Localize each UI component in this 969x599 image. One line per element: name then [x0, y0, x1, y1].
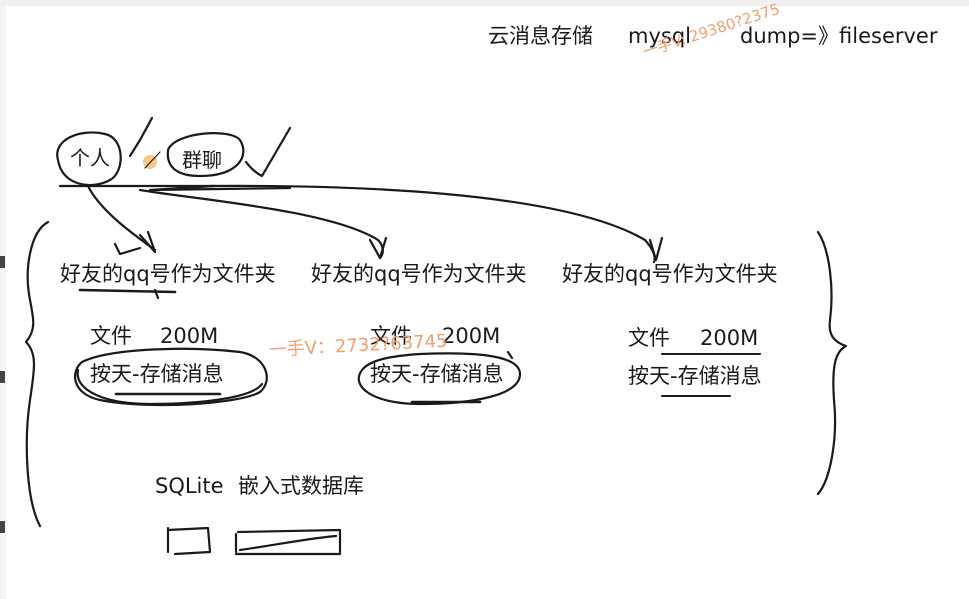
sketch-box-small — [166, 526, 212, 556]
storage-oval-1b — [76, 368, 264, 406]
header-mysql: mysql — [628, 24, 691, 48]
arrow-head-2 — [368, 236, 388, 260]
storage-rule-3: 按天-存储消息 — [628, 364, 762, 388]
category-personal: 个人 — [70, 146, 110, 170]
right-brace — [816, 230, 848, 496]
left-edge-mark — [0, 256, 5, 268]
window-top-strip — [0, 0, 969, 6]
file-label-1: 文件 — [90, 324, 132, 348]
personal-loop — [56, 131, 122, 187]
pen-mark — [144, 151, 161, 169]
tick-mark-left — [113, 242, 142, 256]
storage-oval-2 — [357, 352, 522, 406]
tick-mark-right — [506, 350, 514, 360]
folder-label-1: 好友的qq号作为文件夹 — [60, 262, 276, 286]
folder-label-2: 好友的qq号作为文件夹 — [311, 262, 527, 286]
group-loop — [166, 132, 245, 178]
category-group: 群聊 — [182, 148, 222, 172]
file-size-2: 200M — [442, 324, 501, 348]
window-left-strip — [0, 6, 6, 599]
arrow-to-folder-3 — [208, 184, 656, 264]
storage-rule-1: 按天-存储消息 — [90, 362, 224, 386]
file-size-3: 200M — [700, 326, 759, 350]
sqlite-desc: 嵌入式数据库 — [238, 474, 364, 498]
arrow-head-3 — [648, 236, 664, 262]
folder-label-3: 好友的qq号作为文件夹 — [562, 262, 778, 286]
storage-rule-2: 按天-存储消息 — [370, 362, 504, 386]
storage-oval-1a — [74, 347, 268, 407]
group-check — [244, 126, 292, 178]
qq-underline — [78, 288, 177, 294]
left-edge-mark — [0, 371, 5, 383]
file-size-1: 200M — [160, 324, 219, 348]
sketch-box-large — [234, 528, 342, 556]
header-cloud-storage: 云消息存储 — [488, 24, 593, 48]
header-dump-fileserver: dump=》fileserver — [740, 24, 938, 48]
qq-underline-tick — [153, 288, 160, 300]
arrow-to-folder-2 — [138, 188, 384, 260]
category-baseline — [58, 184, 292, 192]
sqlite-name: SQLite — [155, 474, 224, 498]
arrow-head-1 — [138, 230, 157, 254]
left-edge-mark — [0, 521, 5, 533]
file-label-3: 文件 — [628, 326, 670, 350]
personal-check — [128, 116, 154, 158]
file-label-2: 文件 — [370, 324, 412, 348]
left-brace — [24, 220, 50, 528]
